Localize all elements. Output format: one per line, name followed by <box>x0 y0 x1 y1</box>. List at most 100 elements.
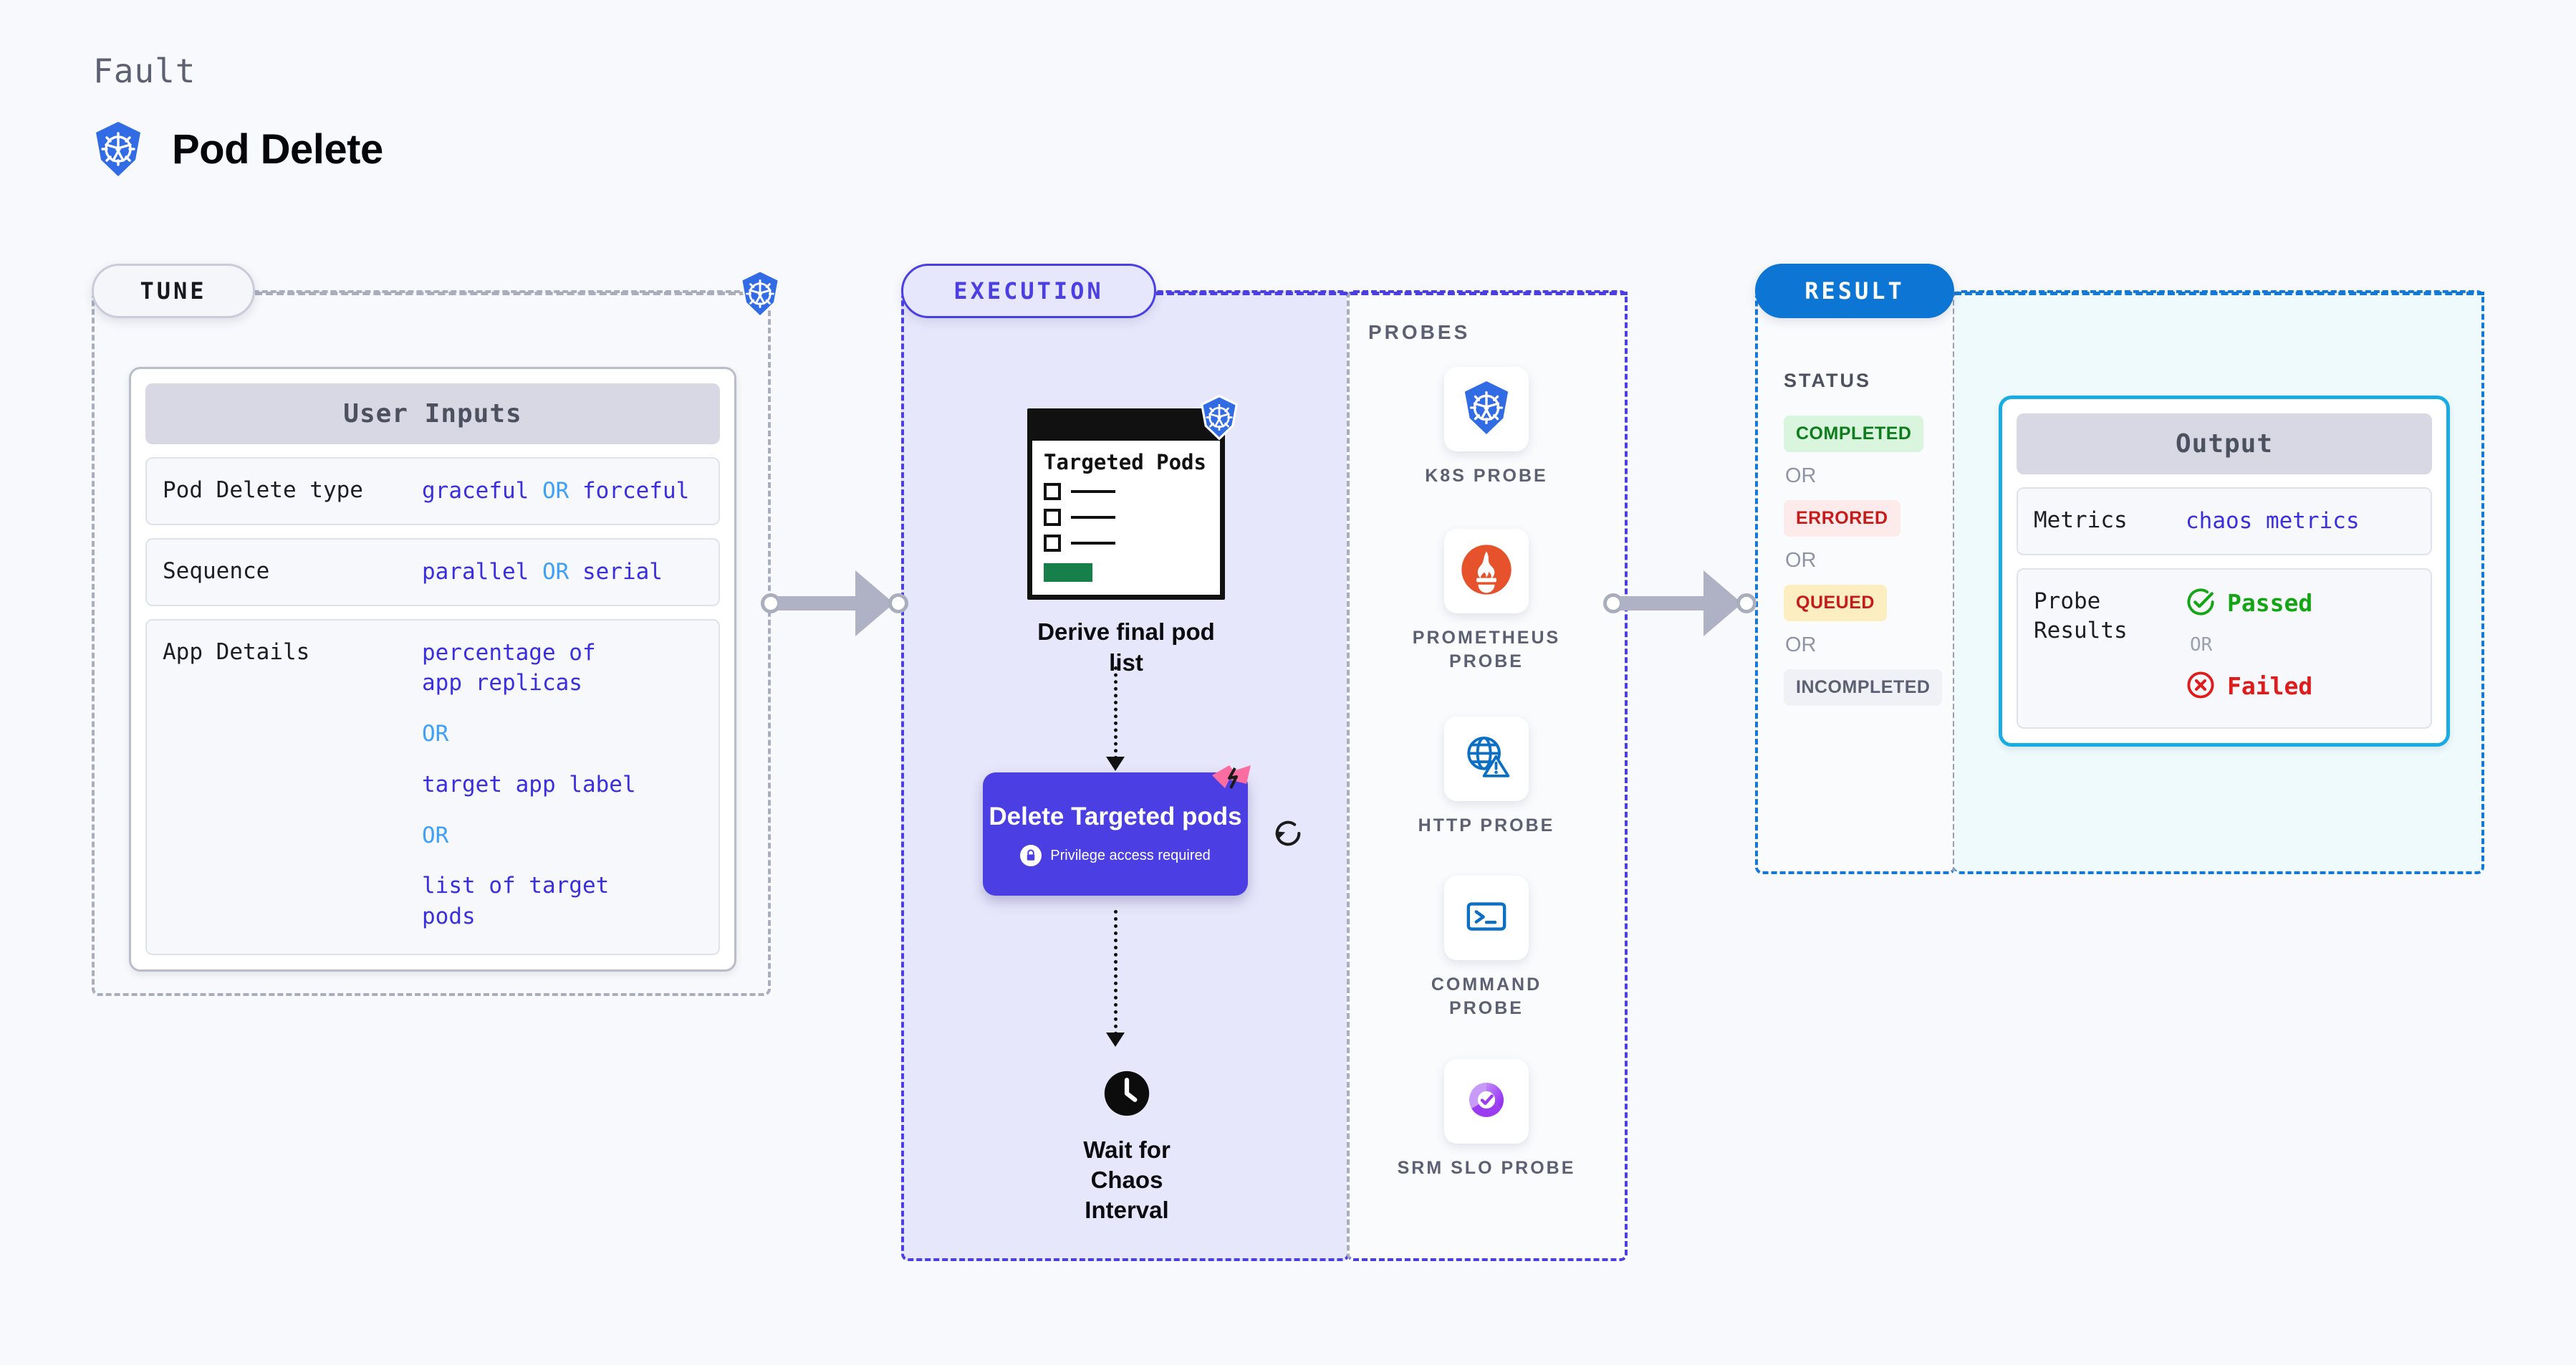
clock-icon <box>1059 1069 1195 1118</box>
placeholder-line <box>1071 516 1115 519</box>
probe-tile <box>1444 876 1529 960</box>
or-separator: OR <box>422 721 449 747</box>
connector-arrowhead <box>1106 1033 1125 1047</box>
user-inputs-card: User Inputs Pod Delete type graceful OR … <box>129 367 736 972</box>
user-inputs-card-title: User Inputs <box>145 383 720 444</box>
or-separator: OR <box>422 822 449 848</box>
input-row-value: parallel OR serial <box>422 557 663 588</box>
slo-donut-check-icon <box>1461 1075 1512 1129</box>
probe-label: SRM SLO PROBE <box>1397 1158 1576 1178</box>
output-row-value: Passed OR Failed <box>2186 587 2312 703</box>
output-row-key: Metrics <box>2034 507 2128 533</box>
globe-warning-icon <box>1461 732 1512 787</box>
probe-result-failed: Failed <box>2186 670 2312 703</box>
lock-icon <box>1020 845 1042 866</box>
probe-srm-slo[interactable]: SRM SLO PROBE <box>1397 1059 1576 1180</box>
input-row-key: App Details <box>163 638 310 665</box>
output-card-title: Output <box>2017 413 2432 474</box>
probe-tile <box>1444 367 1529 451</box>
arrow-shaft <box>778 596 857 610</box>
chaos-ribbon-icon <box>1211 764 1252 803</box>
result-section-pill[interactable]: RESULT <box>1755 264 1954 318</box>
probe-tile <box>1444 717 1529 801</box>
value-option: forceful <box>582 478 690 504</box>
probe-command[interactable]: COMMAND PROBE <box>1397 876 1576 1020</box>
status-or-label: OR <box>1785 549 1817 572</box>
status-or-label: OR <box>1785 633 1817 656</box>
probe-label: PROMETHEUS PROBE <box>1412 628 1561 671</box>
status-badge-incompleted: INCOMPLETED <box>1784 669 1943 706</box>
probe-label: COMMAND PROBE <box>1431 974 1542 1018</box>
checkbox-icon <box>1044 483 1061 501</box>
check-circle-icon <box>2186 587 2216 620</box>
probe-result-passed: Passed <box>2186 587 2312 620</box>
pod-list-item <box>1044 509 1208 527</box>
status-list: COMPLETED OR ERRORED OR QUEUED OR INCOMP… <box>1784 416 1943 706</box>
node-wait-for-chaos-interval[interactable]: Wait for Chaos Interval <box>1059 1069 1195 1226</box>
value-option: list of target pods <box>422 873 610 930</box>
value-option: target app label <box>422 771 636 798</box>
x-circle-icon <box>2186 670 2216 703</box>
kubernetes-icon <box>1461 380 1512 439</box>
value-option: percentage of app replicas <box>422 639 596 696</box>
probe-or-label: OR <box>2190 633 2213 656</box>
arrow-head <box>855 570 894 636</box>
connector-line <box>1114 666 1118 760</box>
value-option: serial <box>582 558 663 585</box>
probe-label: K8S PROBE <box>1425 466 1548 486</box>
arrow-tune-to-execution <box>761 570 908 636</box>
tune-header-line <box>255 292 746 295</box>
node-title: Delete Targeted pods <box>989 803 1242 830</box>
input-row-app-details[interactable]: App Details percentage of app replicas O… <box>145 618 720 955</box>
node-caption: Wait for Chaos Interval <box>1083 1136 1171 1224</box>
status-badge-completed: COMPLETED <box>1784 416 1924 452</box>
kubernetes-icon <box>1198 394 1240 444</box>
status-badge-queued: QUEUED <box>1784 585 1887 621</box>
privilege-note-label: Privilege access required <box>1050 847 1211 863</box>
arrow-end-dot <box>888 593 908 613</box>
fault-eyebrow-label: Fault <box>93 52 196 90</box>
output-row-value: chaos metrics <box>2186 508 2360 534</box>
probe-tile <box>1444 1059 1529 1144</box>
execution-section-pill[interactable]: EXECUTION <box>901 264 1156 318</box>
input-row-key: Pod Delete type <box>163 477 363 503</box>
targeted-pods-card: Targeted Pods <box>1027 394 1239 600</box>
targeted-pods-heading: Targeted Pods <box>1044 450 1206 474</box>
probe-failed-label: Failed <box>2227 672 2313 701</box>
probe-http[interactable]: HTTP PROBE <box>1397 717 1576 838</box>
prometheus-flame-icon <box>1460 543 1513 600</box>
input-row-pod-delete-type[interactable]: Pod Delete type graceful OR forceful <box>145 457 720 525</box>
page-title: Pod Delete <box>172 125 383 173</box>
output-row-probe-results[interactable]: Probe Results Passed OR <box>2017 567 2432 729</box>
node-delete-targeted-pods[interactable]: Delete Targeted pods Privilege access re… <box>983 765 1251 896</box>
placeholder-line <box>1071 490 1115 494</box>
arrow-head <box>1703 570 1742 636</box>
value-option: parallel <box>422 558 529 585</box>
placeholder-line <box>1071 542 1115 545</box>
fault-title-row: Pod Delete <box>92 120 383 178</box>
connector-arrowhead <box>1106 757 1125 771</box>
probe-k8s[interactable]: K8S PROBE <box>1397 367 1576 488</box>
checkbox-icon <box>1044 509 1061 527</box>
output-card: Output Metrics chaos metrics Probe Resul… <box>1999 396 2450 747</box>
retry-loop-icon <box>1272 817 1304 853</box>
probes-section-label: PROBES <box>1368 321 1471 343</box>
tune-section-pill[interactable]: TUNE <box>92 264 255 318</box>
card-body: Targeted Pods <box>1032 441 1220 595</box>
input-row-value: graceful OR forceful <box>422 476 689 507</box>
result-header-line <box>1954 292 2484 295</box>
privilege-note: Privilege access required <box>1020 845 1211 866</box>
result-section-label: RESULT <box>1804 277 1905 305</box>
or-separator: OR <box>542 478 569 504</box>
connector-line <box>1114 910 1118 1035</box>
input-row-sequence[interactable]: Sequence parallel OR serial <box>145 537 720 606</box>
execution-section-label: EXECUTION <box>953 277 1104 305</box>
terminal-icon <box>1461 891 1512 945</box>
output-row-metrics[interactable]: Metrics chaos metrics <box>2017 487 2432 555</box>
input-row-value: percentage of app replicas OR target app… <box>422 638 637 932</box>
node-derive-final-pod-list[interactable]: Targeted Pods <box>1027 394 1239 678</box>
probe-prometheus[interactable]: PROMETHEUS PROBE <box>1397 529 1576 673</box>
probe-tile <box>1444 529 1529 613</box>
probe-label: HTTP PROBE <box>1418 815 1555 835</box>
